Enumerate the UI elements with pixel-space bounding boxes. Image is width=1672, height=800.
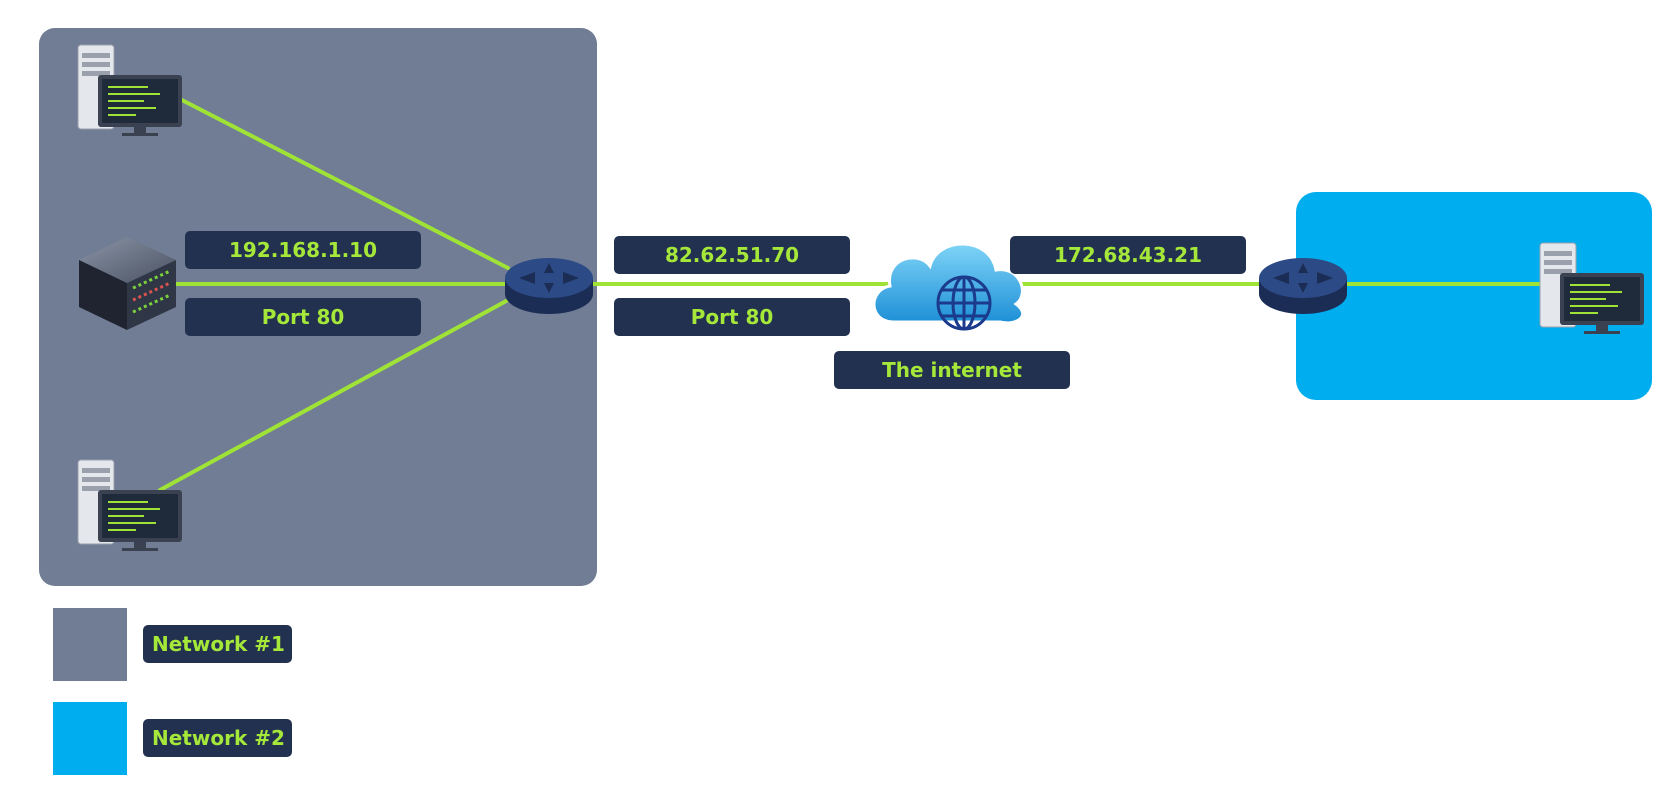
links [158,96,1552,492]
legend-swatch-network-1 [53,608,127,681]
svg-text:82.62.51.70: 82.62.51.70 [665,243,799,267]
label-left-port: Port 80 [185,298,421,336]
label-remote-ip: 172.68.43.21 [1010,236,1246,274]
router-icon [1259,258,1347,314]
svg-text:172.68.43.21: 172.68.43.21 [1054,243,1202,267]
legend-label-network-2: Network #2 [152,726,285,750]
link-pc1-router [176,96,510,270]
svg-text:192.168.1.10: 192.168.1.10 [229,238,377,262]
label-left-ip: 192.168.1.10 [185,231,421,269]
svg-text:The internet: The internet [882,358,1022,382]
cloud-internet-icon [872,242,1024,331]
label-public-ip: 82.62.51.70 [614,236,850,274]
legend-label-network-1: Network #1 [152,632,285,656]
router-icon [505,258,593,314]
svg-text:Port 80: Port 80 [262,305,345,329]
link-pc3-router [158,298,510,492]
server-icon [79,237,176,330]
legend-swatch-network-2 [53,702,127,775]
label-internet: The internet [834,351,1070,389]
label-public-port: Port 80 [614,298,850,336]
legend: Network #1 Network #2 [53,608,292,775]
svg-text:Port 80: Port 80 [691,305,774,329]
